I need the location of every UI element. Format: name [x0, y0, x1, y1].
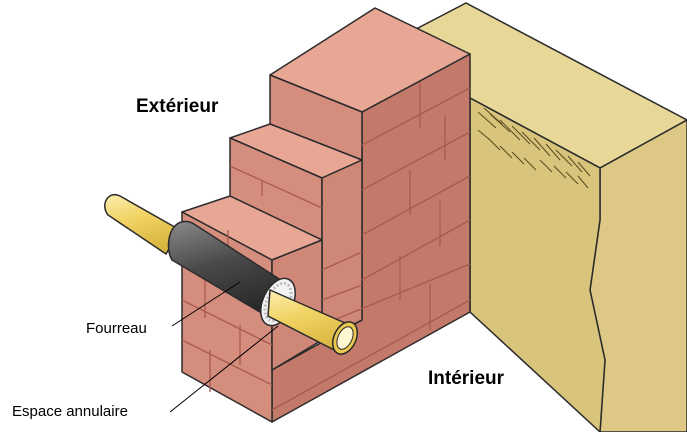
pipe-exterior-section	[104, 193, 182, 256]
pipe-end-opening	[336, 326, 354, 350]
sleeve-leader-line	[171, 281, 241, 327]
wall-hatching	[477, 107, 591, 189]
sleeve-label: Fourreau	[86, 320, 147, 337]
exterior-label: Extérieur	[136, 96, 219, 117]
interior-label: Intérieur	[428, 368, 505, 389]
callout-lines	[169, 281, 279, 413]
interior-wall-cut-face	[469, 96, 606, 432]
annular-leader-line	[169, 325, 279, 413]
interior-wall	[416, 2, 687, 432]
brick-step-side-1	[321, 159, 363, 341]
mortar-joints-right	[271, 82, 471, 411]
pipe-assembly	[104, 193, 359, 355]
annular-space-label: Espace annulaire	[12, 403, 128, 420]
brick-wall	[181, 7, 471, 423]
